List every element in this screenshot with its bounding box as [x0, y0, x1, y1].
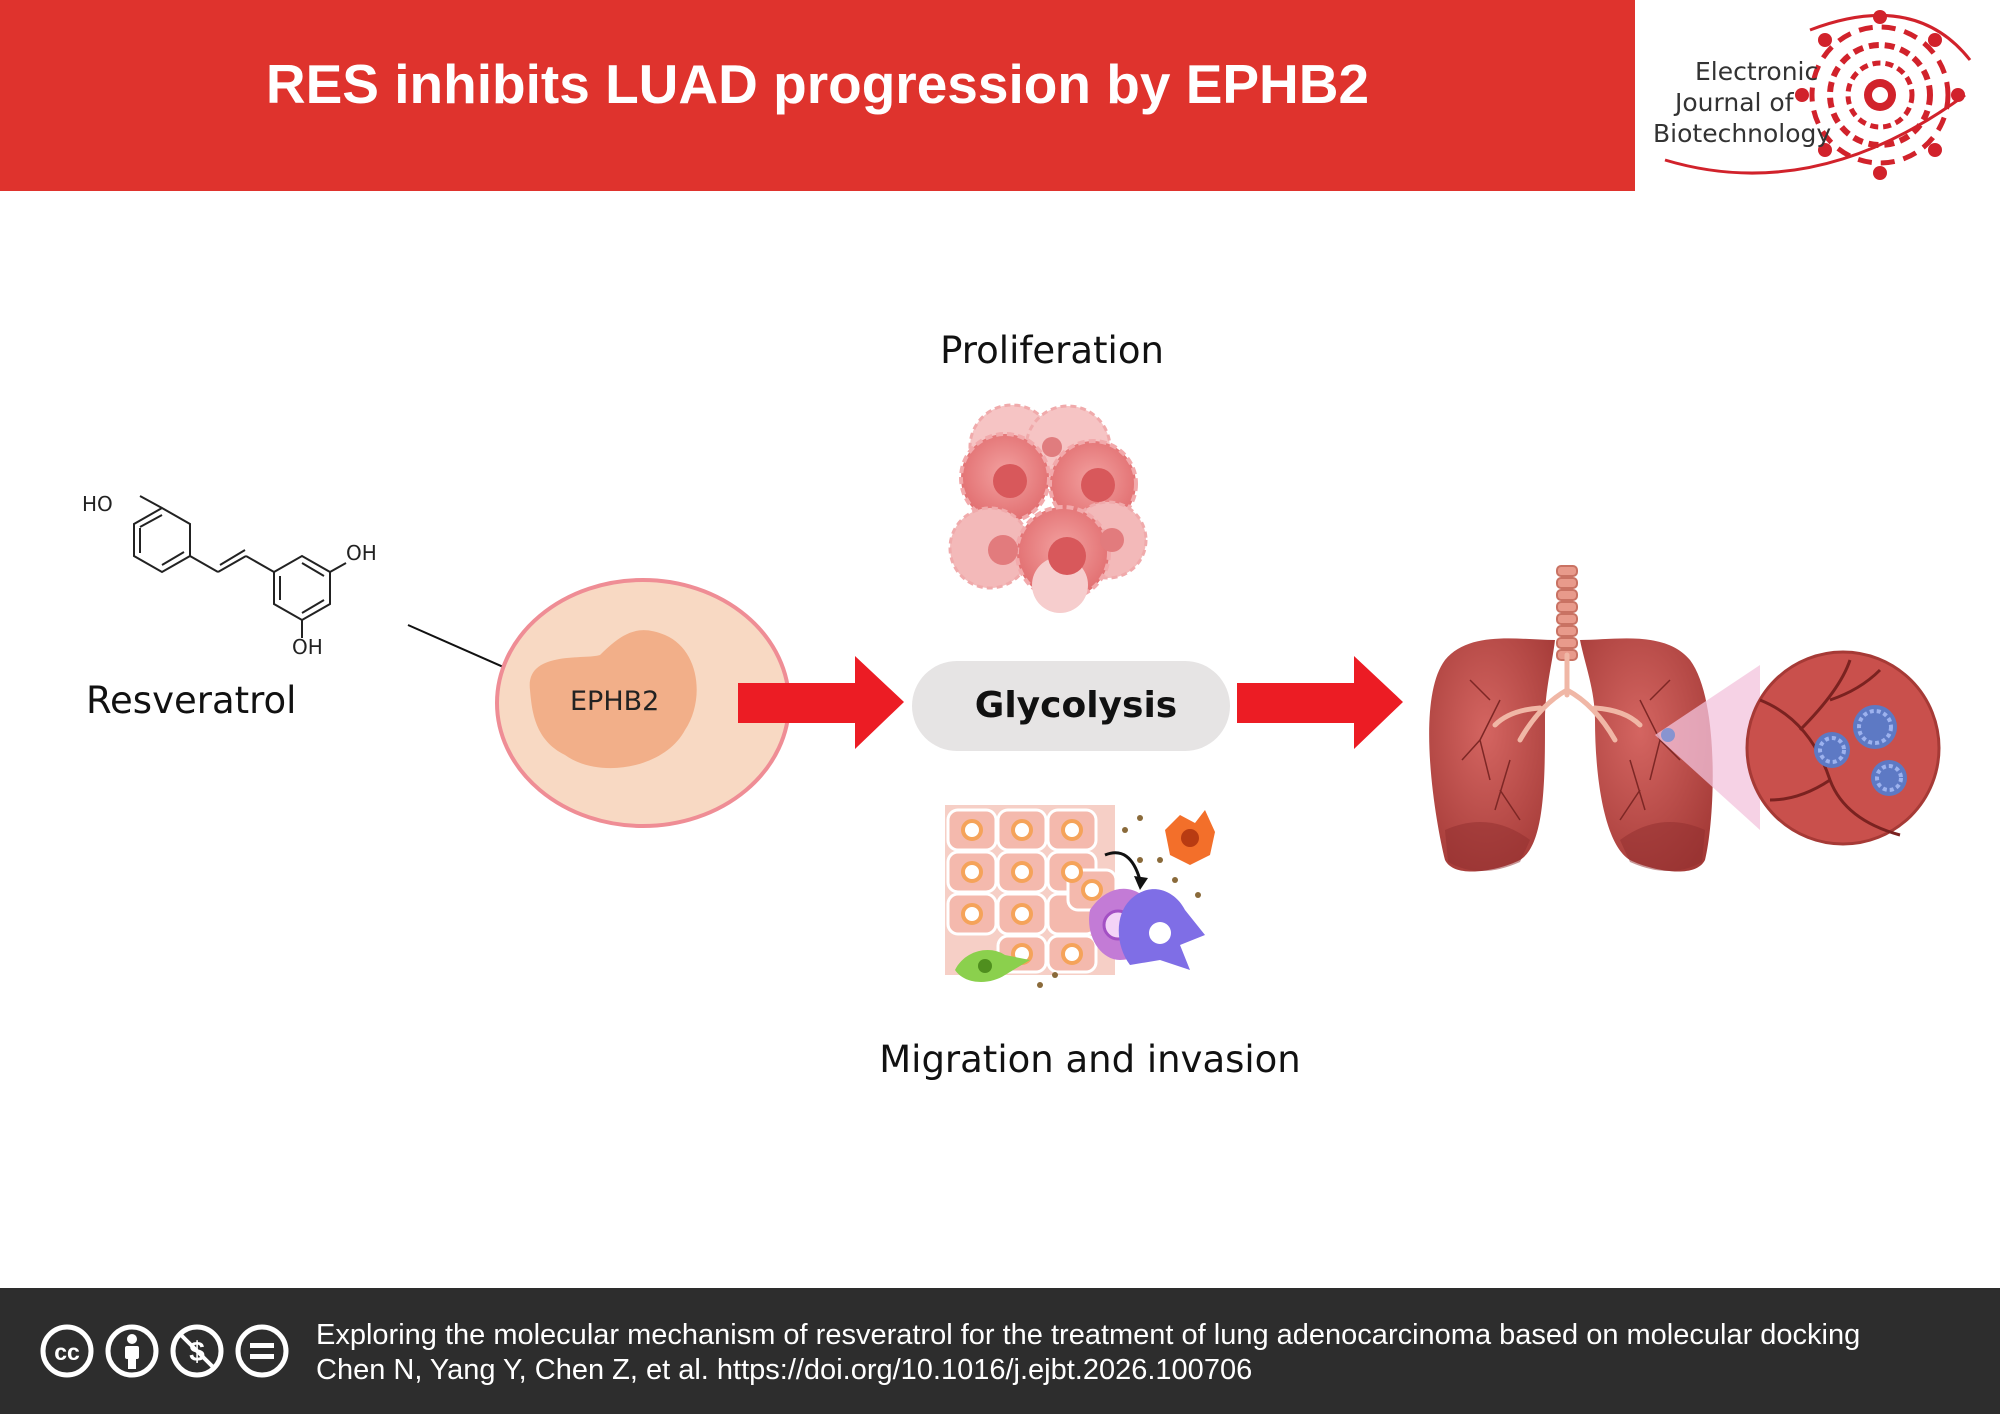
nc-icon: $ [170, 1324, 224, 1378]
cc-icon: cc [40, 1324, 94, 1378]
tumor-cluster-2 [1814, 732, 1850, 768]
ephb2-label: EPHB2 [570, 686, 659, 717]
flower-emblem-icon [1795, 10, 1965, 180]
ephb2-nucleus [529, 630, 697, 769]
glycolysis-pill [912, 661, 1230, 751]
migration-invasion-illustration [945, 805, 1215, 988]
tumor-cluster-3 [1871, 760, 1907, 796]
citation-title: Exploring the molecular mechanism of res… [316, 1319, 1861, 1351]
by-icon [105, 1324, 159, 1378]
arrow-to-lung [1237, 656, 1403, 749]
nd-icon [235, 1324, 289, 1378]
citation: Exploring the molecular mechanism of res… [316, 1318, 1860, 1388]
migration-invasion-label: Migration and invasion [879, 1038, 1301, 1081]
tumor-magnified-view [1745, 650, 1941, 846]
page-title: RES inhibits LUAD progression by EPHB2 [265, 53, 1370, 115]
molecule-ho-label: HO [82, 492, 113, 516]
citation-authors-doi[interactable]: Chen N, Yang Y, Chen Z, et al. https://d… [316, 1354, 1253, 1386]
lungs-illustration [1429, 565, 1760, 872]
logo-line-2: Journal of [1673, 88, 1795, 117]
journal-logo: Electronic Journal of Biotechnology [1635, 0, 2000, 191]
logo-line-3: Biotechnology [1653, 119, 1831, 148]
molecule-oh-right-label: OH [346, 541, 377, 565]
resveratrol-label: Resveratrol [86, 679, 296, 722]
glycolysis-label: Glycolysis [975, 685, 1177, 726]
logo-line-1: Electronic [1695, 57, 1818, 86]
tumor-cluster-1 [1853, 705, 1897, 749]
proliferation-label: Proliferation [940, 329, 1164, 372]
header-banner [0, 0, 1635, 191]
arrow-to-glycolysis [738, 656, 904, 749]
resveratrol-structure [133, 495, 347, 638]
molecule-oh-bottom-label: OH [292, 635, 323, 659]
license-icons: cc $ [40, 1324, 289, 1378]
proliferating-cells-illustration [948, 403, 1148, 613]
footer-bar [0, 1288, 2000, 1414]
svg-text:cc: cc [54, 1339, 80, 1365]
mechanism-diagram: HO OH OH Resveratrol EPHB2 Glycolysis Pr… [82, 329, 1941, 1081]
